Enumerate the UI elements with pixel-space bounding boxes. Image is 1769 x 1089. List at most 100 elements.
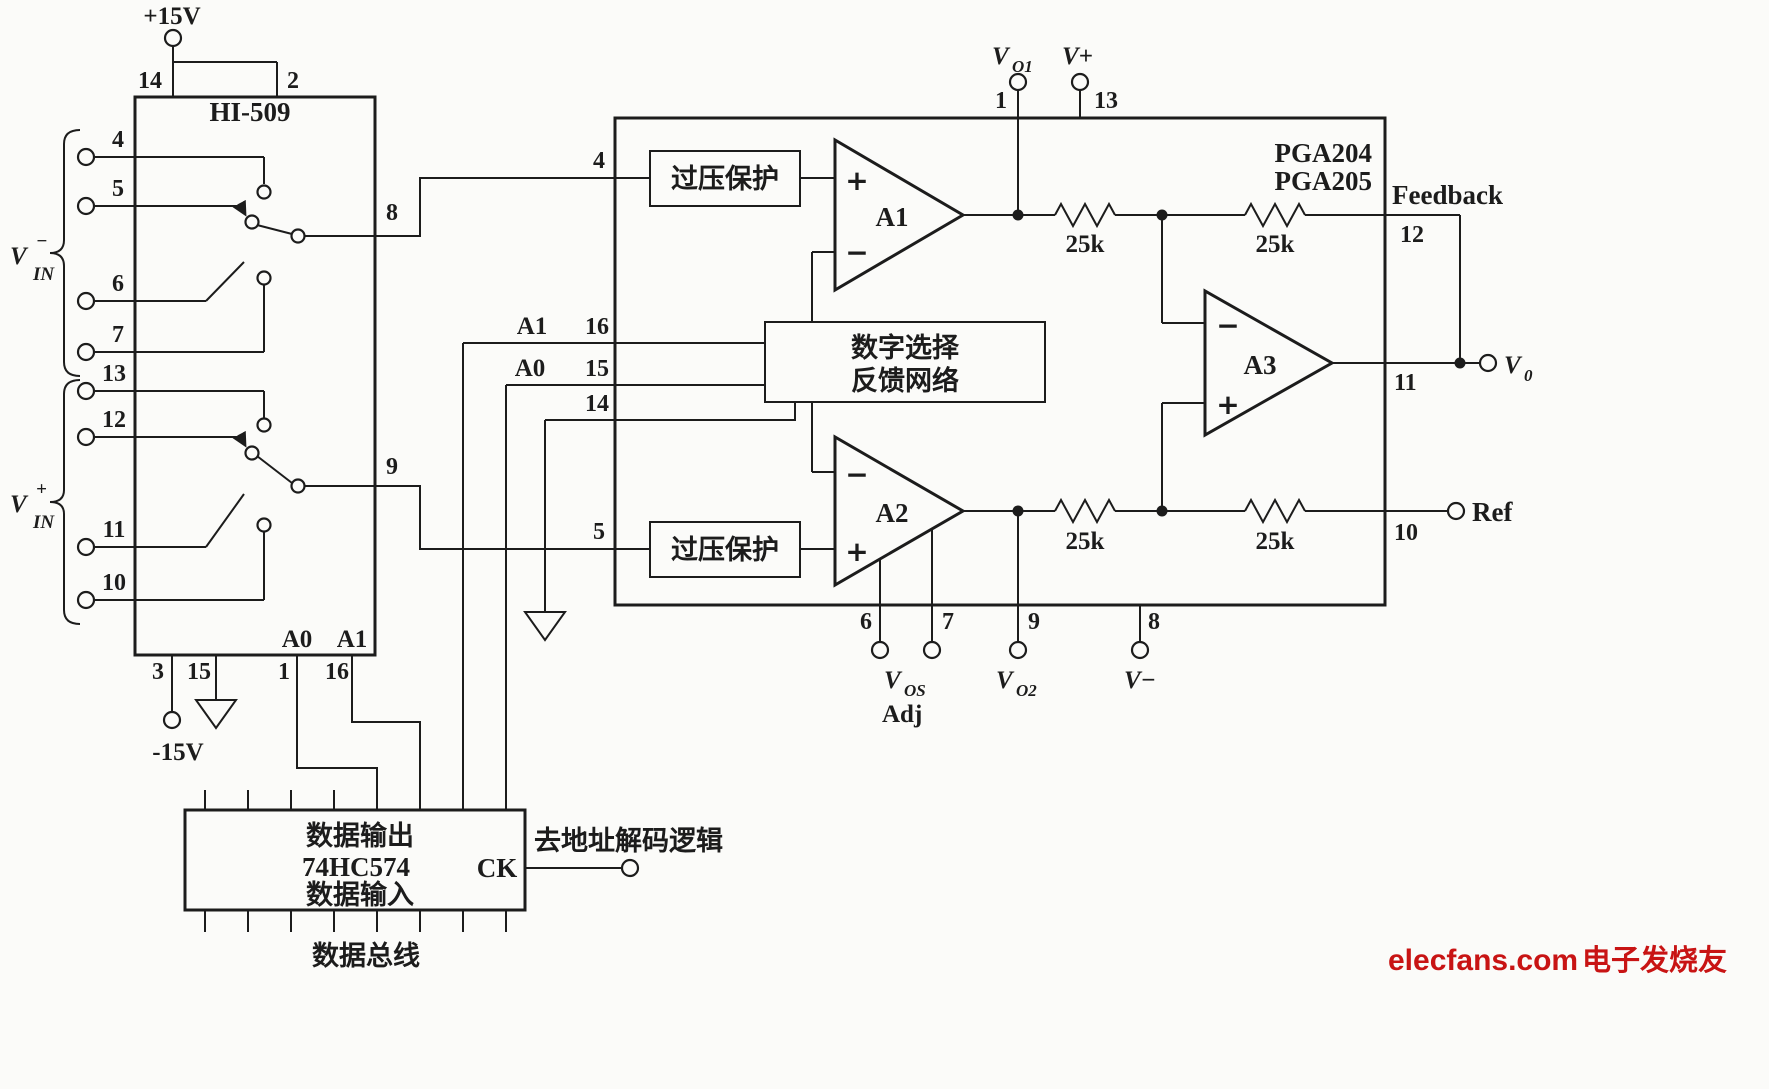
wiper-arrow-icon <box>232 199 247 217</box>
resistor-label-2: 25k <box>1256 231 1295 258</box>
resistor-25k-3 <box>1054 497 1116 525</box>
junction-dot <box>1012 505 1024 517</box>
ovp-label-2: 过压保护 <box>671 535 779 565</box>
pga-pin-label-6: 6 <box>860 609 872 635</box>
hi509-bottom-wiring <box>171 655 217 712</box>
pga-chip-label-2: PGA205 <box>1275 166 1373 196</box>
vminus-terminal <box>1130 640 1150 660</box>
vminus-label: V− <box>1124 667 1156 694</box>
ck-label: CK <box>477 853 518 883</box>
a3-plus-input-label: + <box>1216 388 1239 421</box>
hi509-pin-label-12: 12 <box>102 407 126 433</box>
vcc-terminal <box>163 28 183 48</box>
ovp-label-1: 过压保护 <box>671 164 779 194</box>
hi509-pin-label-16: 16 <box>325 659 349 685</box>
vo1-terminal <box>1008 72 1028 92</box>
opamp-a2-label: A2 <box>876 498 909 528</box>
hi509-pin-label-11: 11 <box>103 517 126 543</box>
latch-body <box>183 808 527 912</box>
a1-minus-input-label: − <box>845 236 868 269</box>
a2-minus-input-label: − <box>845 458 868 491</box>
vos-adj-terminal-1 <box>870 640 890 660</box>
pga-pin-label-7: 7 <box>942 609 954 635</box>
opamp-a3 <box>1203 288 1336 438</box>
hi509-pin-label-6: 6 <box>112 271 124 297</box>
resistor-label-3: 25k <box>1066 528 1105 555</box>
switch-contact <box>256 270 272 286</box>
resistor-25k-2 <box>1244 201 1306 229</box>
switch-arm <box>256 455 293 484</box>
vcc-label: +15V <box>143 3 200 30</box>
vo1-label: V O1 <box>992 43 1033 76</box>
latch-bus-stubs <box>204 790 507 932</box>
pga-section: PGA204 PGA205 过压保护 过压保护 + − A1 − + A2 − … <box>613 43 1533 728</box>
hi509-a1-label: A1 <box>337 626 368 653</box>
vin-minus-brace <box>49 129 81 377</box>
ground-icon <box>523 611 567 642</box>
hi509-pin-label-4: 4 <box>112 127 124 153</box>
hi509-pin-label-5: 5 <box>112 176 124 202</box>
resistor-25k-1 <box>1054 201 1116 229</box>
pga-pin-label-9: 9 <box>1028 609 1040 635</box>
hi509-chip-label: HI-509 <box>210 97 291 127</box>
switch-contact <box>256 517 272 533</box>
hi509-body <box>133 95 377 657</box>
hi509-pin-label-10: 10 <box>102 570 126 596</box>
power-section: +15V 14 2 <box>138 3 299 97</box>
pga-chip-label-1: PGA204 <box>1275 138 1373 168</box>
input-terminal-10 <box>76 590 96 610</box>
latch-out-label: 数据输出 <box>306 820 414 851</box>
input-terminal-6 <box>76 291 96 311</box>
opamp-a2 <box>833 434 966 588</box>
hi509-pin-label-15: 15 <box>187 659 211 685</box>
pga-internal-wiring <box>800 90 1480 642</box>
ck-terminal <box>620 858 640 878</box>
watermark: elecfans.com 电子发烧友 <box>1388 944 1727 977</box>
pga-pin-label-5: 5 <box>593 519 605 545</box>
hi509-pin-label-2: 2 <box>287 68 299 94</box>
input-terminal-5 <box>76 196 96 216</box>
ref-terminal <box>1446 501 1466 521</box>
mux-switch-lower <box>232 417 375 533</box>
vo-label: V 0 <box>1504 352 1533 385</box>
vo2-terminal <box>1008 640 1028 660</box>
hi509-a0-label: A0 <box>282 626 313 653</box>
vo2-label: V O2 <box>996 667 1037 700</box>
junction-dot <box>1156 209 1168 221</box>
vee-terminal <box>162 710 182 730</box>
vin-minus-label: V − IN <box>10 226 55 285</box>
vo-terminal <box>1478 353 1498 373</box>
input-terminal-12 <box>76 427 96 447</box>
ground-icon <box>194 699 238 730</box>
vos-adj-terminal-2 <box>922 640 942 660</box>
latch-in-label: 数据输入 <box>306 879 414 910</box>
vplus-terminal <box>1070 72 1090 92</box>
mux-to-pga-wiring <box>375 177 650 550</box>
vos-label: V OS <box>884 667 926 700</box>
hi509-pin-label-14: 14 <box>138 68 162 94</box>
fbnet-label-2: 反馈网络 <box>851 365 959 396</box>
junction-dot <box>1454 357 1466 369</box>
pga-pin-label-8: 8 <box>1148 609 1160 635</box>
pga-pin-label-13: 13 <box>1094 88 1118 114</box>
switch-common-contact <box>290 478 306 494</box>
pga-body <box>613 116 1387 607</box>
decode-note-label: 去地址解码逻辑 <box>534 826 723 856</box>
feedback-label: Feedback <box>1392 180 1503 210</box>
ref-label: Ref <box>1472 497 1513 527</box>
hi509-pin-label-1: 1 <box>278 659 290 685</box>
hi509-pin-label-13: 13 <box>102 361 126 387</box>
switch-pivot <box>244 214 260 230</box>
resistor-label-4: 25k <box>1256 528 1295 555</box>
switch-arm <box>256 224 293 235</box>
opamp-a1-label: A1 <box>876 202 909 232</box>
opamp-a1 <box>833 137 966 293</box>
vee-label: -15V <box>152 739 203 766</box>
vin-plus-brace <box>49 379 81 625</box>
vplus-label: V+ <box>1062 43 1093 70</box>
hi509-pin-label-3: 3 <box>152 659 164 685</box>
pga-pin-label-10: 10 <box>1394 520 1418 546</box>
